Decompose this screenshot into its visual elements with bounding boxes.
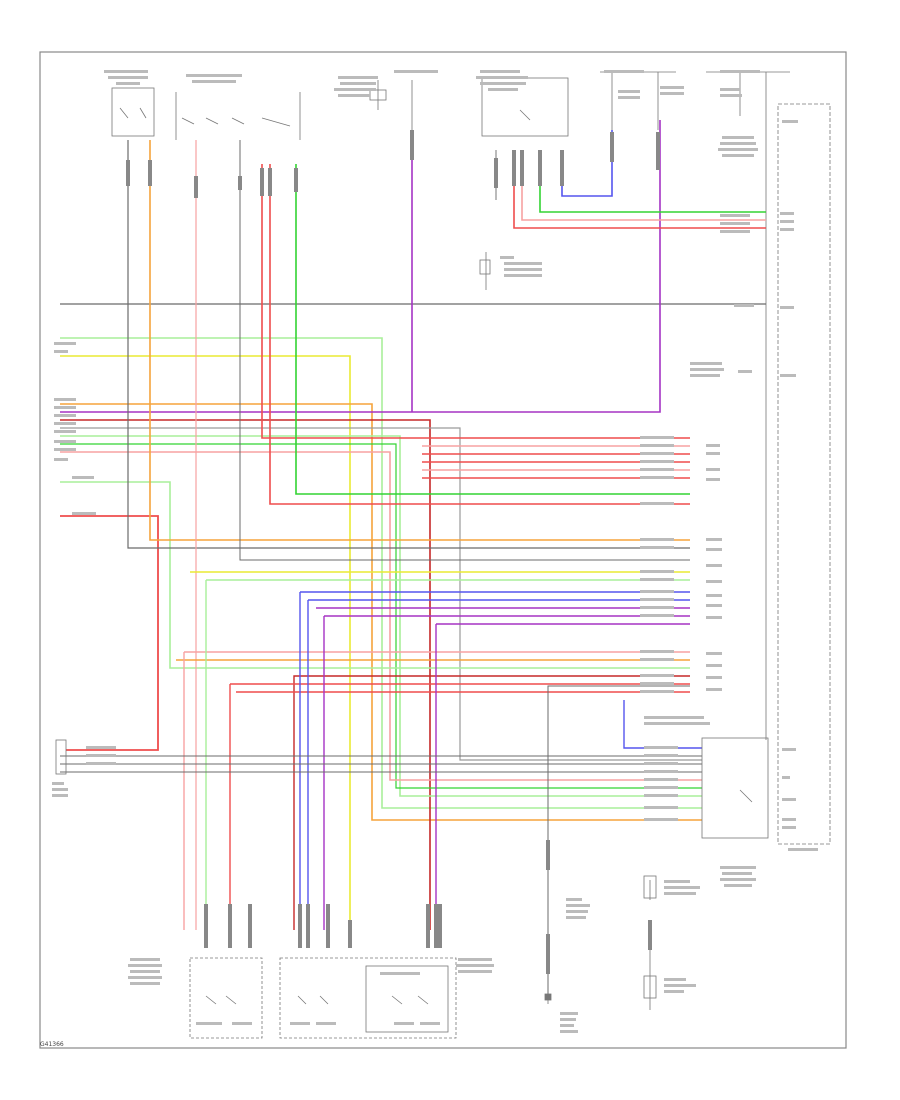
connector-stubs xyxy=(126,130,660,974)
wire-purple-long xyxy=(60,120,661,413)
wire-lightgreen-top xyxy=(60,337,702,809)
ground-label-bars xyxy=(500,256,700,1033)
bottom-switch-right xyxy=(279,957,457,1039)
ground-symbols xyxy=(479,252,657,1010)
wire-red-lower xyxy=(60,515,159,751)
passenger-module-lower xyxy=(55,737,769,839)
wire-yellow-top xyxy=(60,355,351,930)
wire-darkred xyxy=(60,419,431,930)
bottom-components xyxy=(189,957,457,1039)
wire-lightgreen-3 xyxy=(60,481,690,669)
wire-orange-long xyxy=(60,403,702,821)
connector-rows xyxy=(60,445,702,1000)
relay-box xyxy=(481,77,569,137)
bottom-switch-left xyxy=(189,957,263,1039)
top-components xyxy=(111,71,831,845)
figure-code: G41366 xyxy=(40,1041,64,1048)
wire-gray xyxy=(60,427,702,761)
diagram-frame xyxy=(39,51,847,1049)
vertical-wires xyxy=(127,130,766,930)
switch-box-left xyxy=(111,87,155,137)
bottom-label-bars xyxy=(128,958,494,1025)
passenger-module-box xyxy=(777,103,831,845)
top-label-bars xyxy=(104,70,798,157)
pin-labels xyxy=(52,212,818,887)
